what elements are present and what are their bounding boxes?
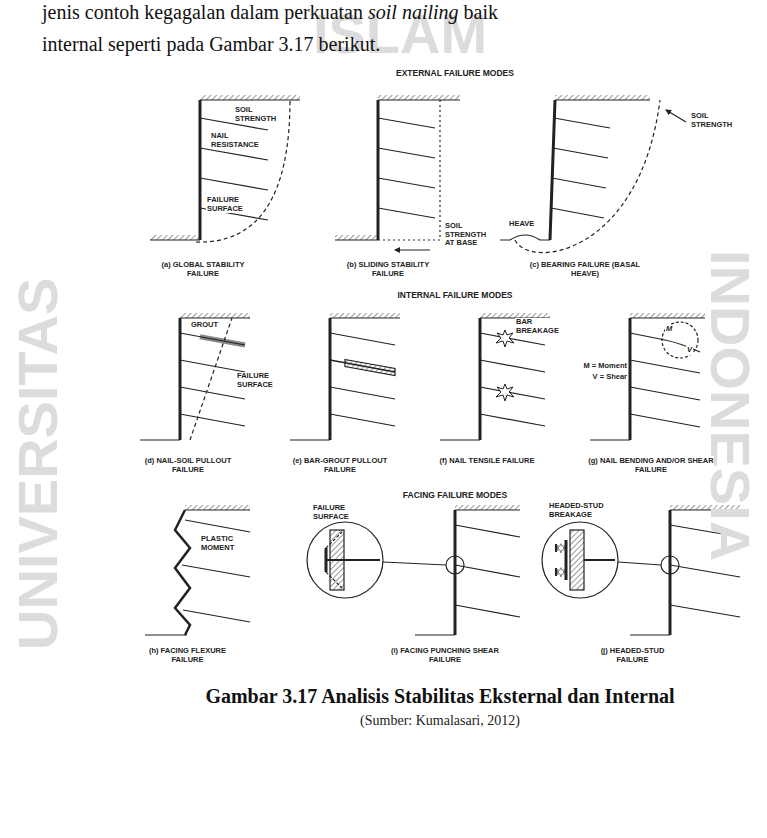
part-label: NAIL RESISTANCE: [210, 132, 270, 149]
section-heading: EXTERNAL FAILURE MODES: [340, 68, 570, 78]
panel-caption: (j) HEADED-STUD FAILURE: [585, 646, 680, 664]
part-label: SOIL STRENGTH: [234, 106, 286, 123]
panel-caption: (h) FACING FLEXURE FAILURE: [135, 646, 240, 664]
panel-caption: (i) FACING PUNCHING SHEAR FAILURE: [390, 646, 500, 664]
part-label: FAILURE SURFACE: [236, 372, 284, 389]
part-label: BAR BREAKAGE: [515, 318, 565, 335]
figure-caption: Gambar 3.17 Analisis Stabilitas Eksterna…: [205, 684, 674, 708]
part-label: PLASTIC MOMENT: [200, 535, 252, 552]
part-label: FAILURE SURFACE: [312, 504, 360, 521]
symbol-label: V: [686, 346, 693, 355]
part-label: HEADED-STUD BREAKAGE: [548, 502, 614, 519]
watermark-text: UNIVERSITAS: [8, 278, 68, 650]
paragraph-text: jenis contoh kegagalan dalam perkuatan: [42, 0, 363, 24]
symbol-label: M: [665, 325, 673, 334]
panel-caption: (d) NAIL-SOIL PULLOUT FAILURE: [133, 456, 243, 474]
section-heading: INTERNAL FAILURE MODES: [340, 290, 570, 300]
part-label: V = Shear: [562, 373, 628, 382]
paragraph-text: soil nailing: [368, 0, 459, 24]
part-label: SOIL STRENGTH AT BASE: [444, 222, 498, 248]
paragraph-text: internal seperti pada Gambar 3.17 beriku…: [42, 32, 380, 56]
panel-caption: (a) GLOBAL STABILITY FAILURE: [148, 260, 258, 278]
panel-caption: (e) BAR-GROUT PULLOUT FAILURE: [285, 456, 395, 474]
panel-caption: (g) NAIL BENDING AND/OR SHEAR FAILURE: [588, 456, 714, 474]
paragraph-text: baik: [464, 0, 498, 24]
watermark-text: INDONESIA: [700, 250, 760, 561]
part-label: M = Moment: [562, 362, 628, 371]
part-label: FAILURE SURFACE: [206, 196, 254, 213]
part-label: GROUT: [190, 321, 224, 330]
part-label: SOIL STRENGTH: [690, 112, 742, 129]
panel-caption: (f) NAIL TENSILE FAILURE: [437, 456, 537, 465]
section-heading: FACING FAILURE MODES: [340, 490, 570, 500]
panel-caption: (b) SLIDING STABILITY FAILURE: [333, 260, 443, 278]
panel-caption: (c) BEARING FAILURE (BASAL HEAVE): [525, 260, 645, 278]
part-label: HEAVE: [508, 220, 544, 229]
source-note: (Sumber: Kumalasari, 2012): [290, 712, 590, 729]
